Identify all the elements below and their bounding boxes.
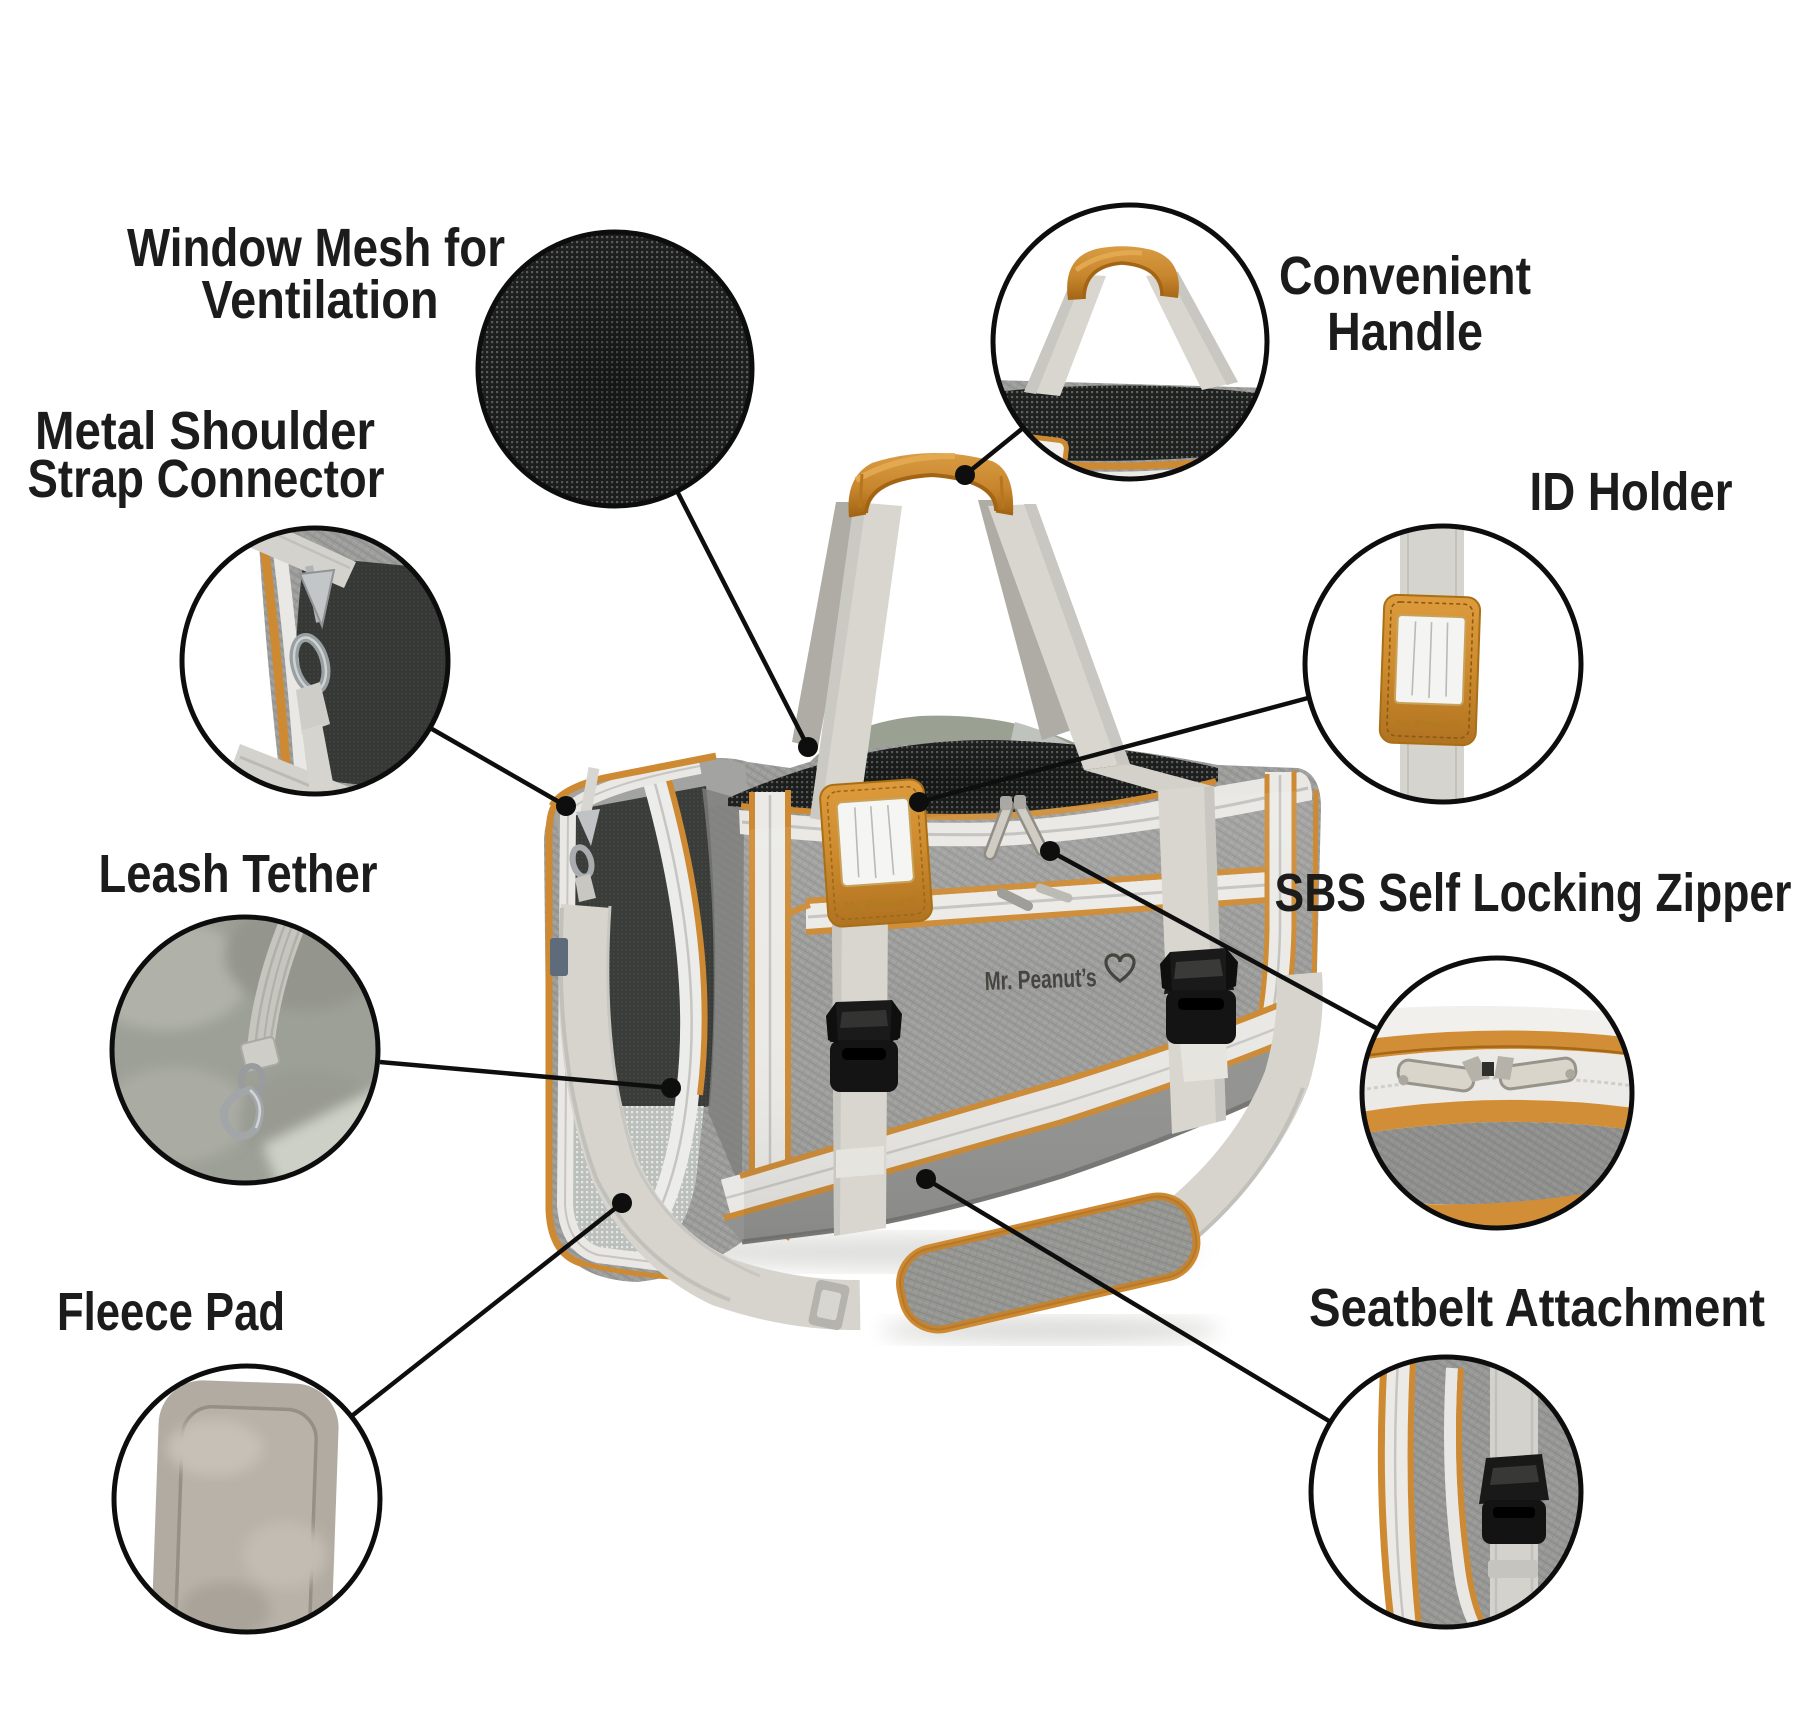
svg-text:Ventilation: Ventilation bbox=[202, 270, 439, 330]
svg-text:Convenient: Convenient bbox=[1279, 246, 1531, 306]
svg-text:Seatbelt Attachment: Seatbelt Attachment bbox=[1309, 1278, 1765, 1338]
svg-text:Mr. Peanut’s: Mr. Peanut’s bbox=[984, 962, 1097, 996]
svg-text:Window Mesh for: Window Mesh for bbox=[127, 218, 505, 278]
svg-text:Handle: Handle bbox=[1327, 302, 1483, 362]
svg-text:Strap Connector: Strap Connector bbox=[28, 449, 385, 509]
svg-text:SBS Self Locking Zipper: SBS Self Locking Zipper bbox=[1275, 863, 1792, 923]
svg-text:ID Holder: ID Holder bbox=[1530, 462, 1733, 522]
svg-text:Metal Shoulder: Metal Shoulder bbox=[35, 401, 375, 461]
svg-text:Mr. Peanut’s: Mr. Peanut’s bbox=[1396, 718, 1461, 732]
svg-text:Leash Tether: Leash Tether bbox=[99, 844, 378, 904]
svg-text:Mr. Peanut’s: Mr. Peanut’s bbox=[844, 894, 915, 913]
svg-text:Fleece Pad: Fleece Pad bbox=[57, 1282, 285, 1342]
